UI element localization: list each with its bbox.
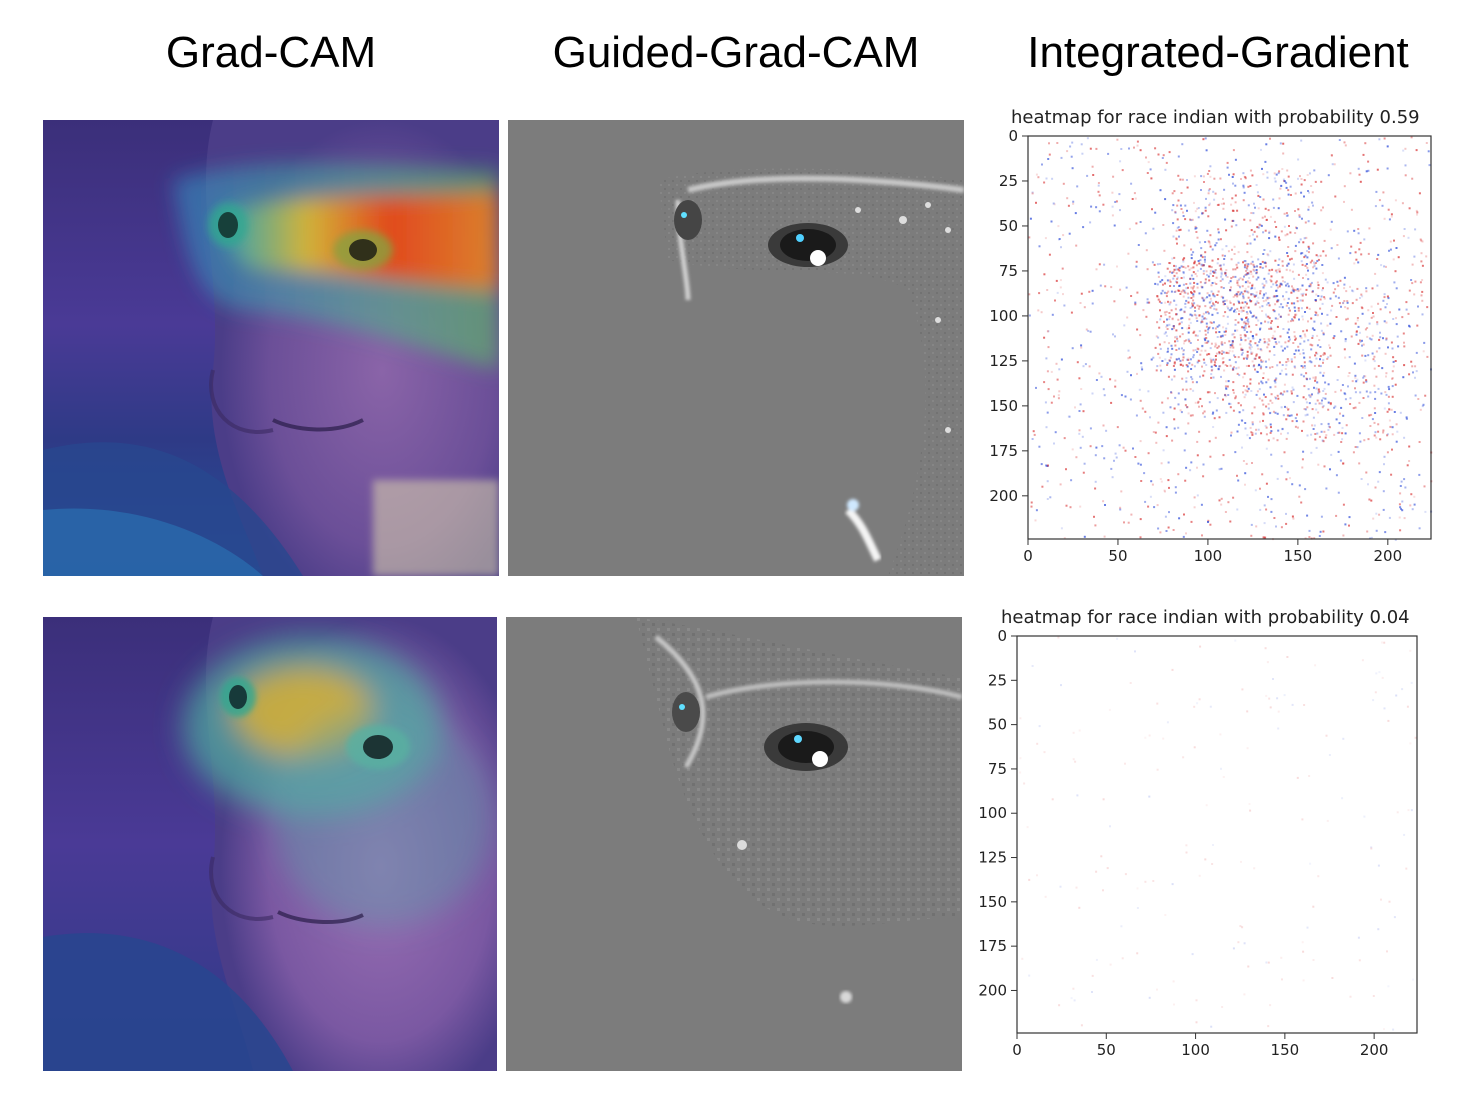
guided-gradcam-image-row1 — [508, 120, 964, 576]
y-tick-label: 100 — [989, 307, 1018, 325]
gradcam-image-row2 — [43, 617, 497, 1071]
column-title-guided-gradcam: Guided-Grad-CAM — [552, 28, 920, 77]
y-tick-label: 200 — [989, 487, 1018, 505]
y-tick-label: 175 — [989, 442, 1018, 460]
y-tick-label: 150 — [978, 893, 1007, 911]
gradcam-image-row1 — [43, 120, 499, 576]
y-tick-label: 75 — [988, 760, 1007, 778]
y-tick-label: 25 — [999, 172, 1018, 190]
x-tick-label: 50 — [1097, 1041, 1116, 1059]
x-tick-label: 200 — [1360, 1041, 1389, 1059]
heatmap-frame — [1016, 635, 1418, 1034]
x-tick-label: 150 — [1271, 1041, 1300, 1059]
y-tick-label: 100 — [978, 804, 1007, 822]
y-tick-label: 0 — [1008, 128, 1018, 145]
x-tick-label: 0 — [1023, 547, 1033, 565]
column-title-integrated-gradient: Integrated-Gradient — [1027, 28, 1409, 77]
y-tick-label: 50 — [999, 217, 1018, 235]
x-tick-label: 150 — [1284, 547, 1313, 565]
y-tick-label: 50 — [988, 716, 1007, 734]
y-tick-label: 175 — [978, 937, 1007, 955]
heatmap-frame — [1027, 135, 1432, 540]
x-tick-label: 100 — [1181, 1041, 1210, 1059]
column-title-gradcam: Grad-CAM — [165, 28, 377, 77]
y-tick-label: 75 — [999, 262, 1018, 280]
guided-gradcam-image-row2 — [506, 617, 962, 1071]
y-tick-label: 125 — [989, 352, 1018, 370]
x-tick-label: 200 — [1374, 547, 1403, 565]
integrated-gradient-plot-row1: 0 50 100 150 200 0 25 50 75 100 125 150 175 200 — [960, 127, 1450, 568]
y-tick-label: 25 — [988, 671, 1007, 689]
heatmap-speckle — [1019, 636, 1417, 1031]
x-tick-label: 50 — [1108, 547, 1127, 565]
x-tick-label: 100 — [1194, 547, 1223, 565]
y-tick-label: 200 — [978, 981, 1007, 999]
heatmap-speckle — [1028, 136, 1433, 541]
integrated-gradient-plot-row2: 0 50 100 150 200 0 25 50 75 100 125 150 175 200 — [955, 626, 1445, 1066]
heatmap-title-row2: heatmap for race indian with probability… — [1001, 607, 1410, 628]
y-tick-label: 125 — [978, 849, 1007, 867]
y-tick-label: 0 — [997, 627, 1007, 645]
heatmap-title-row1: heatmap for race indian with probability… — [1011, 107, 1420, 128]
y-tick-label: 150 — [989, 397, 1018, 415]
x-tick-label: 0 — [1012, 1041, 1022, 1059]
